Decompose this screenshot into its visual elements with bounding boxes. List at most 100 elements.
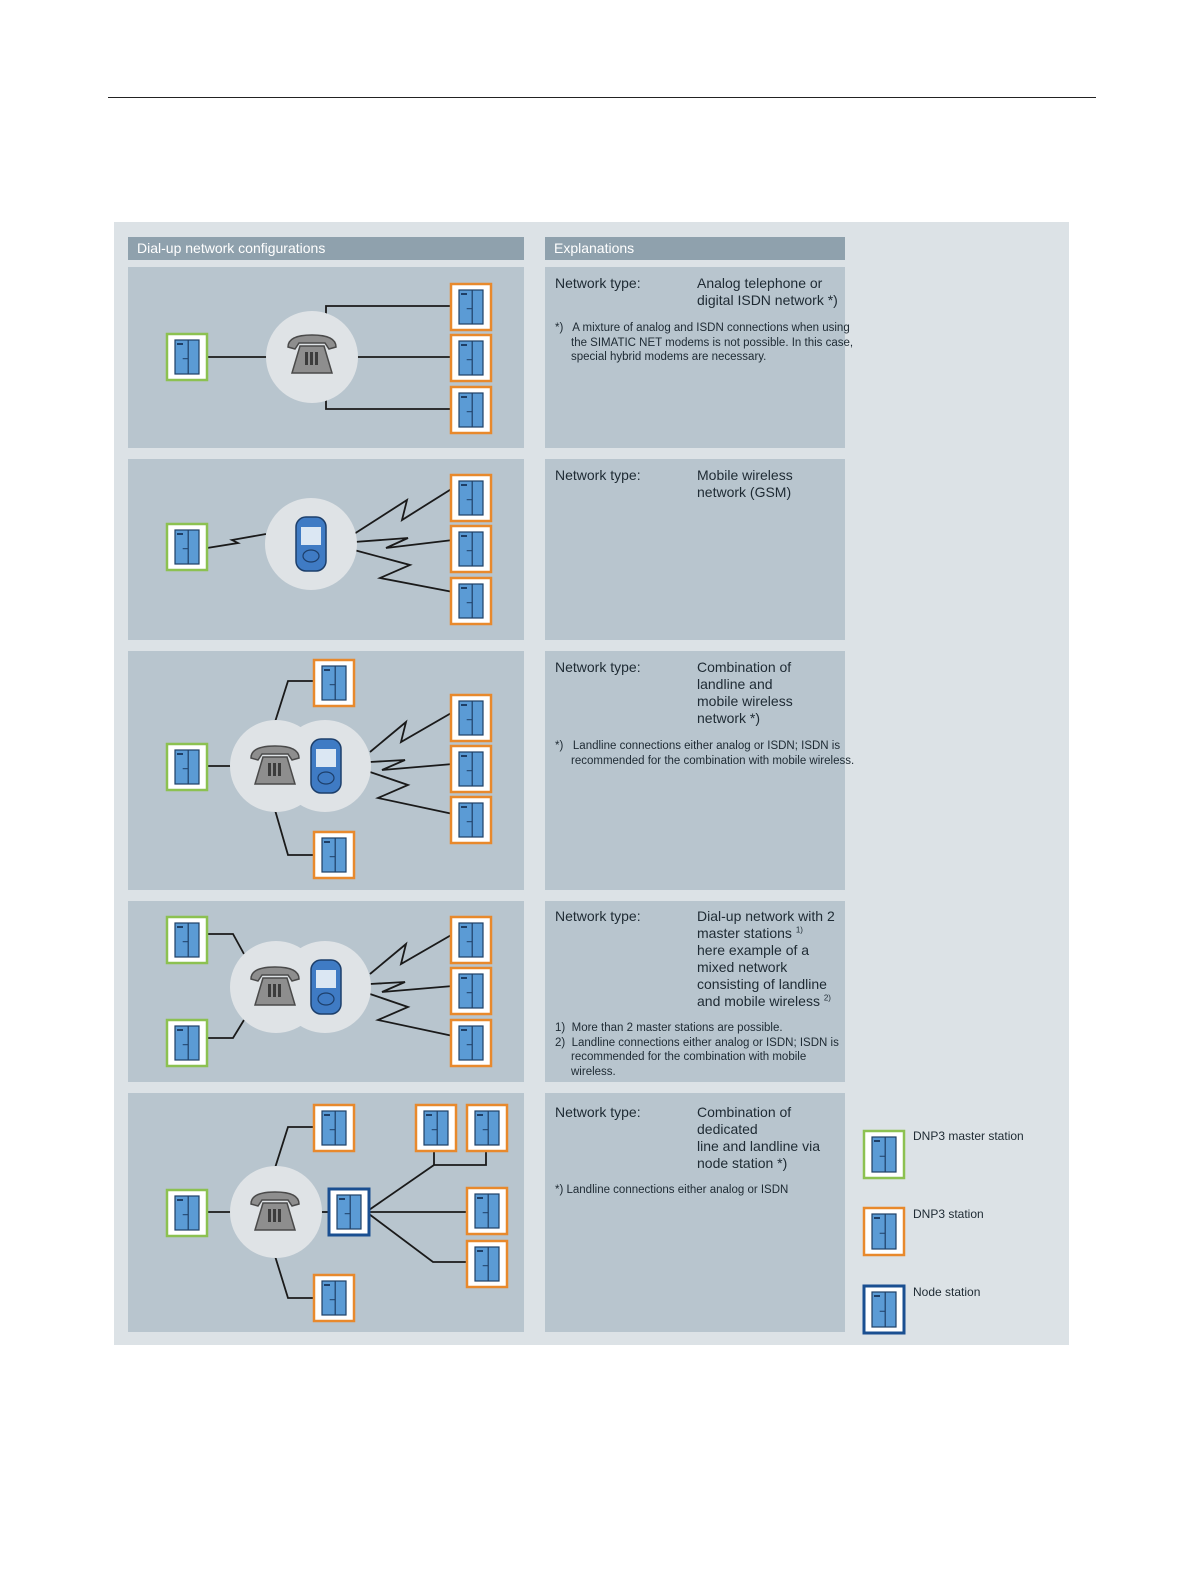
station-icon [423,1110,449,1146]
footnote-marker: 1) [555,1022,566,1034]
value-line: dedicated [697,1121,758,1137]
station-icon [458,289,484,325]
station-icon [458,973,484,1009]
footnote-ref: 1) [795,925,803,935]
master-station [165,1188,209,1238]
value-line: network (GSM) [697,484,792,500]
value-line: node station *) [697,1155,788,1171]
network-type-label: Network type: [555,275,641,291]
connection-line [368,1213,467,1263]
station-icon [321,1110,347,1146]
connection-line [207,1019,245,1039]
explanation-panel-node-station: Network type: Combination of dedicated l… [545,1093,845,1332]
dnp3-station [449,385,493,435]
footnote-marker: 2) [555,1036,566,1049]
station-icon [474,1110,500,1146]
station-icon [871,1136,897,1173]
footnote-text: More than 2 master stations are possible… [571,1022,783,1034]
network-type-label: Network type: [555,467,641,483]
value-line-text: and mobile wireless [697,993,820,1009]
network-type-value: Analog telephone or digital ISDN network… [697,275,843,309]
radio-link [369,771,454,815]
node-station [327,1187,371,1237]
footnote-marker: *) [555,740,564,752]
station-icon [458,480,484,516]
station-icon [174,749,200,785]
station-icon [321,837,347,873]
explanation-panel-landline-mobile: Network type: Combination of landline an… [545,651,854,890]
master-station [165,332,209,382]
radio-link [369,759,454,771]
dnp3-station [449,524,493,574]
connection-line [274,809,314,856]
dnp3-station [449,333,493,383]
mobile-phone-icon [310,959,342,1015]
station-icon [458,922,484,958]
footnote-text: A mixture of analog and ISDN connections… [571,322,854,363]
station-icon [458,700,484,736]
configurations-header: Dial-up network configurations [128,237,524,260]
dnp3-station [312,830,356,880]
station-icon [336,1194,362,1230]
radio-link [369,993,454,1037]
legend-label-master: DNP3 master station [913,1129,1024,1143]
dnp3-station [449,915,493,965]
station-icon [458,802,484,838]
master-station [165,742,209,792]
footnote-text: Landline connections either analog or IS… [571,740,855,767]
footnote: 2) Landline connections either analog or… [555,1036,840,1080]
dnp3-station [449,693,493,743]
value-line: mobile wireless [697,693,793,709]
telephone-icon [250,966,300,1006]
radio-link [353,487,454,535]
station-icon [871,1213,897,1250]
connection-line [368,1164,435,1211]
footnotes: 1) More than 2 master stations are possi… [555,1021,840,1079]
station-icon [174,922,200,958]
master-station [165,915,209,965]
dnp3-station [465,1186,509,1236]
dnp3-station [449,1018,493,1068]
dnp3-station [312,658,356,708]
dnp3-station [465,1103,509,1153]
footnote: 1) More than 2 master stations are possi… [555,1021,840,1036]
dnp3-station [862,1206,906,1257]
connection-line [325,389,451,410]
explanation-panel-two-masters: Network type: Dial-up network with 2 mas… [545,901,845,1082]
mobile-phone-icon [310,738,342,794]
value-line: Combination of [697,659,792,675]
dnp3-station [449,473,493,523]
dnp3-station [414,1103,458,1153]
network-type-value: Combination of landline and mobile wirel… [697,659,843,727]
radio-link [369,933,454,975]
stations [165,282,906,1335]
value-line: digital ISDN network *) [697,292,838,308]
station-icon [458,392,484,428]
legend-label-station: DNP3 station [913,1207,984,1221]
telephone-icon [287,334,337,374]
station-icon [458,340,484,376]
radio-link [369,981,454,993]
network-type-label: Network type: [555,908,641,924]
device-icons [250,334,342,1231]
network-type-value: Mobile wireless network (GSM) [697,467,843,501]
footnote: *) Landline connections either analog or… [555,1183,840,1198]
value-line: here example of a [697,942,810,958]
connection-line [207,933,245,955]
station-icon [174,1195,200,1231]
value-line: master stations 1) [697,925,845,942]
network-type-label: Network type: [555,1104,641,1120]
dnp3-station [449,576,493,626]
value-line: Combination of [697,1104,792,1120]
station-icon [458,751,484,787]
connection-line [433,1150,487,1166]
value-line: line and landline via [697,1138,820,1154]
legend-label-node: Node station [913,1285,981,1299]
station-icon [871,1291,897,1328]
connection-line [274,680,314,723]
value-line: and mobile wireless 2) [697,993,845,1010]
footnote-text: *) Landline connections either analog or… [555,1184,789,1196]
value-line: landline and [697,676,773,692]
station-icon [321,1280,347,1316]
